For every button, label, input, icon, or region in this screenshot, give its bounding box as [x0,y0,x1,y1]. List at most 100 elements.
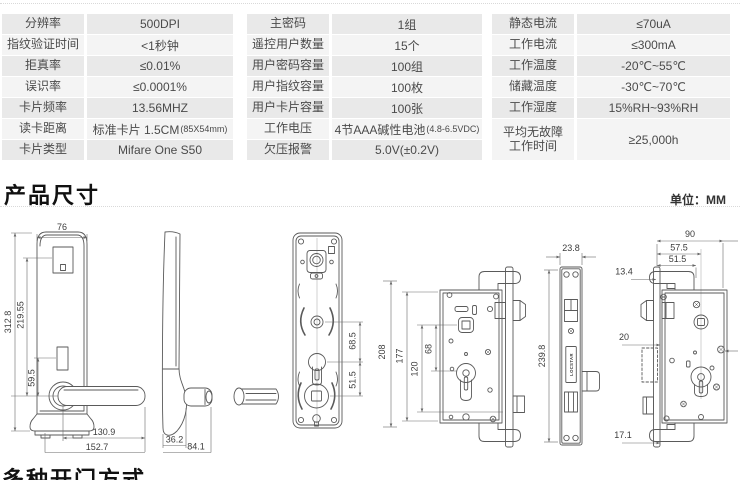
fingerprint-window [52,246,74,274]
spec-value: ≤300mA [577,35,730,55]
spec-value: 5.0V(±0.2V) [332,140,482,160]
spec-value: -20℃~55℃ [577,56,730,76]
spec-value: 100张 [332,98,482,118]
cylinder-hole [690,366,712,388]
spec-label: 用户密码容量 [247,56,329,76]
spindle-hole [458,317,474,333]
spec-value-note: (4.8-6.5VDC) [426,124,480,134]
spec-label: 遥控用户数量 [247,35,329,55]
deadbolt-side [581,371,600,392]
dim-label: 130.9 [93,427,116,437]
spec-row: 储藏温度-30℃~70℃ [492,77,730,97]
spec-label: 拒真率 [2,56,84,76]
spindle-hub [310,315,324,329]
spec-value: 15个 [332,35,482,55]
spec-value: ≤70uA [577,14,730,34]
spec-label: 用户指纹容量 [247,77,329,97]
keyhole [308,353,326,371]
dim-label: 20 [619,332,629,342]
spec-value: <1秒钟 [87,35,233,55]
escutcheon-outline [641,347,658,383]
card-reader-area [56,346,69,371]
deadbolt [512,395,525,413]
drawing-faceplate: 23.8 239.8 LOCSTAR [537,243,600,446]
dim-label: 120 [410,361,420,376]
next-section-title-partial: 多种开门方式 [2,467,147,480]
drawing-lock-body-left: 208 177 120 68 [377,266,526,448]
spindle-hole [693,314,709,330]
dim-label: 23.8 [562,243,580,253]
spec-value: 500DPI [87,14,233,34]
spec-value: 标准卡片 1.5CM(85X54mm) [87,119,233,139]
drawing-lock-body-right: 90 57.5 51.5 13.4 20 17.1 [614,229,738,448]
spec-label: 工作电流 [492,35,574,55]
dim-label: 13.4 [615,267,633,277]
spec-value: ≤0.0001% [87,77,233,97]
spec-label: 指纹验证时间 [2,35,84,55]
handle-cross-section [233,387,279,406]
spec-value: 100组 [332,56,482,76]
spec-label: 读卡距离 [2,119,84,139]
dim-label: 59.5 [27,369,37,387]
dim-label: 68 [424,344,434,354]
thumb-turn-housing [306,250,327,273]
spec-value: 4节AAA碱性电池(4.8-6.5VDC) [332,119,482,139]
spec-label: 平均无故障 工作时间 [492,119,574,160]
cylinder-hole [456,363,476,383]
spec-row: 读卡距离标准卡片 1.5CM(85X54mm) [2,119,233,139]
spec-label: 误识率 [2,77,84,97]
spec-value: Mifare One S50 [87,140,233,160]
hook-bolt-bottom [649,422,695,442]
unit-label: 单位：MM [670,193,726,207]
spec-value: ≤0.01% [87,56,233,76]
faceplate-edge [505,266,514,448]
spec-row: 拒真率≤0.01% [2,56,233,76]
faceplate-edge [653,266,661,448]
deadbolt-window [564,391,578,413]
brand-label: LOCSTAR [569,353,574,376]
handle-stub [183,387,213,407]
latch-bolt [640,300,654,321]
dim-label: 239.8 [537,345,547,368]
spec-value: 15%RH~93%RH [577,98,730,118]
top-divider [0,3,740,4]
dim-label: 76 [57,222,67,232]
dimension-drawings: 76 312.8 219.55 59.5 130.9 152.7 [3,222,738,453]
drawing-front-view: 76 312.8 219.55 59.5 130.9 152.7 [3,222,146,453]
dim-label: 208 [377,344,387,359]
hook-bolt-top [478,271,521,291]
deadbolt [642,396,654,415]
page-title: 产品尺寸 [4,183,101,208]
dim-label: 51.5 [669,254,687,264]
spec-label: 用户卡片容量 [247,98,329,118]
dim-label: 17.1 [614,430,632,440]
spec-label: 卡片频率 [2,98,84,118]
latch-bolt [512,300,526,321]
spec-label: 欠压报警 [247,140,329,160]
spec-value: ≥25,000h [577,119,730,160]
spec-value-note: (85X54mm) [180,124,228,134]
spec-label: 工作温度 [492,56,574,76]
spec-row: 工作温度-20℃~55℃ [492,56,730,76]
spec-value: 13.56MHZ [87,98,233,118]
spec-label: 工作湿度 [492,98,574,118]
spec-row: 工作电流≤300mA [492,35,730,55]
dim-label: 152.7 [86,442,109,452]
dim-label: 57.5 [670,243,688,253]
spec-label: 卡片类型 [2,140,84,160]
drawing-side-view: 36.2 84.1 [161,231,279,453]
dim-label: 68.5 [348,332,358,350]
spec-label: 分辨率 [2,14,84,34]
spec-row: 指纹验证时间<1秒钟 [2,35,233,55]
